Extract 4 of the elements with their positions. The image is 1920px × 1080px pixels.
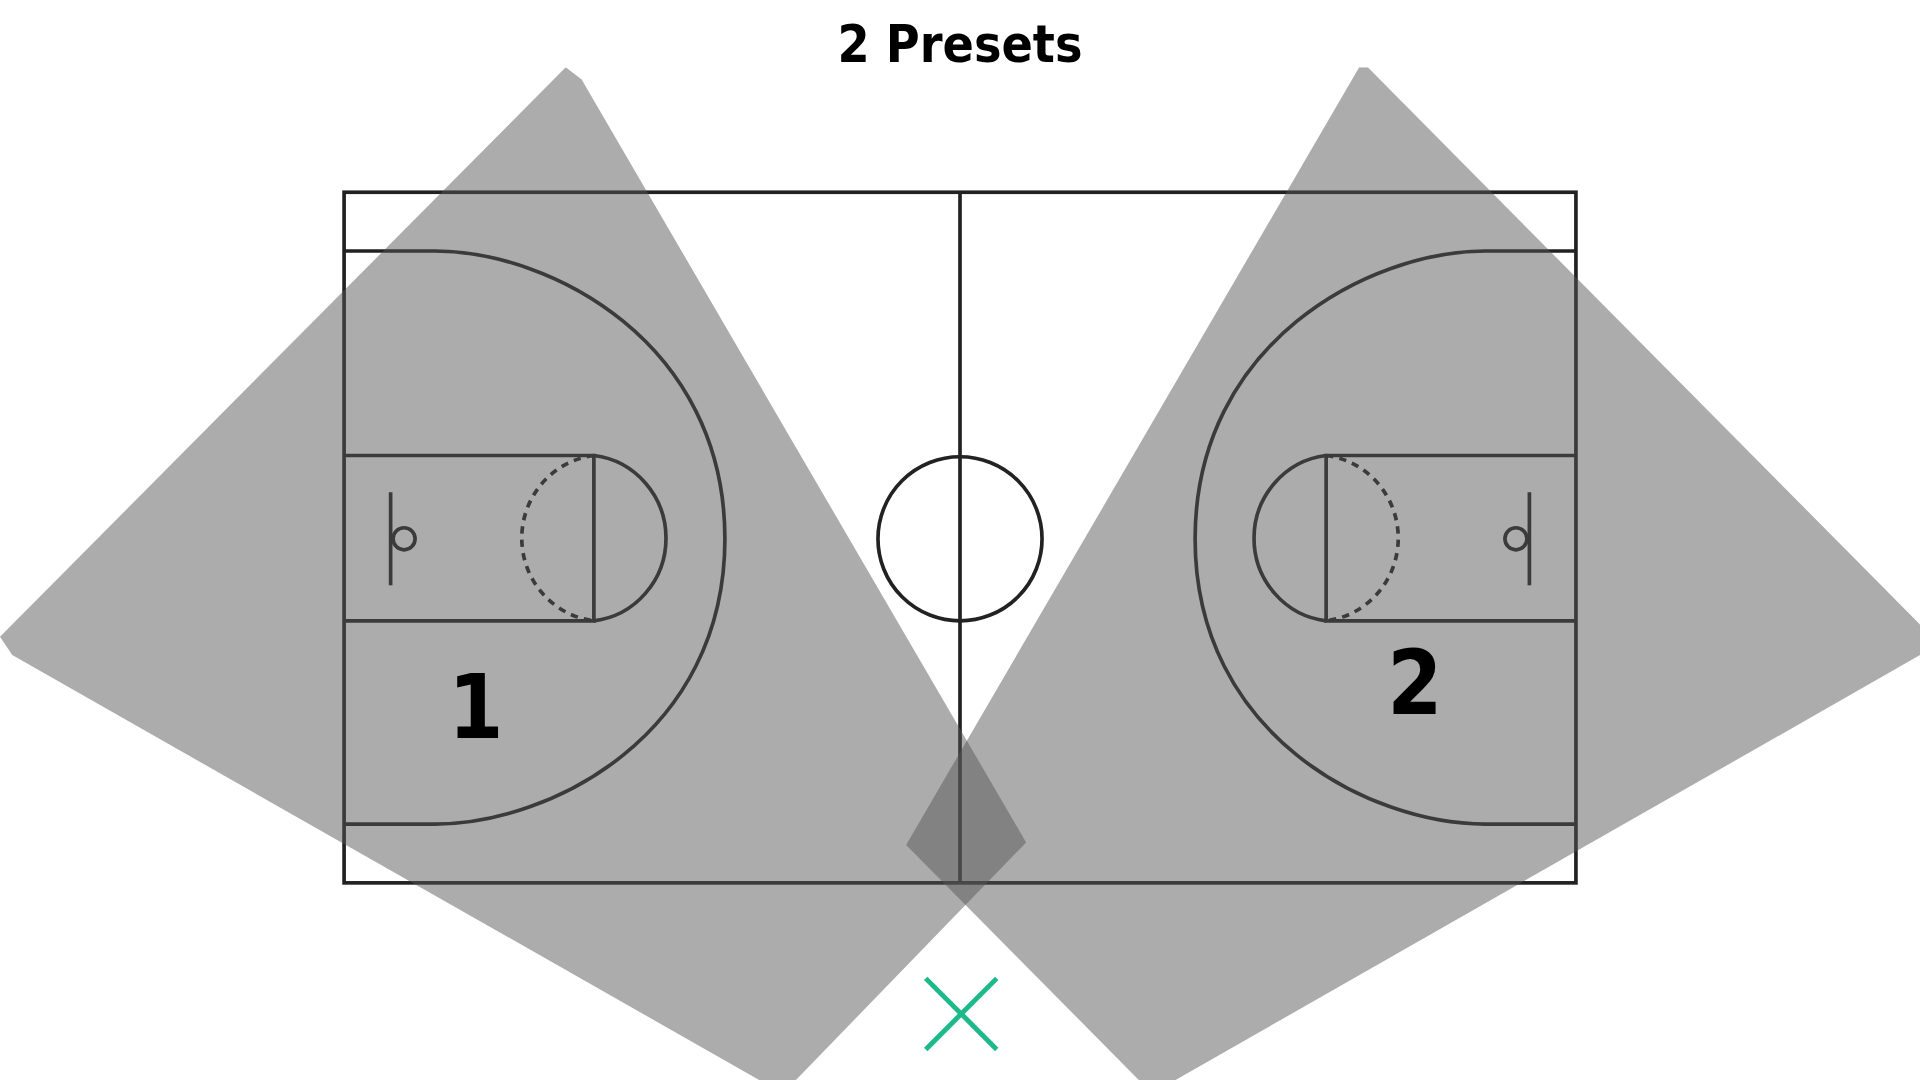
page-title: 2 Presets [837, 14, 1083, 75]
zone-number: 1 [448, 663, 504, 752]
camera-coverage-area [903, 67, 1920, 1080]
zone-number: 2 [1387, 639, 1443, 728]
